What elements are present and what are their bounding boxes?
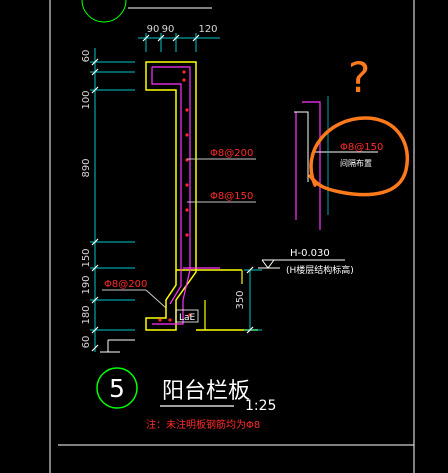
top-dimension-chain xyxy=(138,33,220,52)
question-mark: ? xyxy=(348,53,370,102)
detail-number: 5 xyxy=(109,374,125,403)
detail-note: 间隔布置 xyxy=(340,158,372,168)
top-dim-3: 120 xyxy=(198,24,217,35)
left-dim-890: 890 xyxy=(81,158,92,177)
detail-number-circle xyxy=(96,367,138,409)
elevation-note: (H楼层结构标高) xyxy=(286,264,354,276)
lae-box xyxy=(175,309,199,323)
left-dim-60-bottom: 60 xyxy=(81,336,92,349)
left-dim-150: 150 xyxy=(81,248,92,267)
left-dim-100: 100 xyxy=(81,90,92,109)
detail-title: 阳台栏板 xyxy=(162,379,250,404)
rebar-label-150-upper: Φ8@150 xyxy=(210,191,253,202)
left-dimension-chain xyxy=(90,48,135,352)
detail-view xyxy=(294,96,378,230)
left-dim-180: 180 xyxy=(81,305,92,324)
elevation-value: H-0.030 xyxy=(290,248,330,259)
elevation-mark xyxy=(258,259,345,269)
left-dim-190: 190 xyxy=(81,275,92,294)
height-dim-350: 350 xyxy=(235,290,246,309)
left-dim-60-top: 60 xyxy=(81,50,92,63)
top-dim-2: 90 xyxy=(162,24,175,35)
rebar-label-200-upper: Φ8@200 xyxy=(210,148,253,159)
detail-scale: 1:25 xyxy=(245,398,276,414)
rebar-label-200-lower: Φ8@200 xyxy=(104,279,147,290)
detail-rebar-label: Φ8@150 xyxy=(340,142,383,153)
annotation-markup xyxy=(308,116,409,197)
height-dimension xyxy=(244,266,262,334)
parapet-section xyxy=(145,61,258,331)
top-dim-1: 90 xyxy=(147,24,160,35)
bottom-marks xyxy=(100,339,135,353)
lae-label: LaE xyxy=(179,313,196,323)
detail-footnote: 注：未注明板钢筋均为Φ8 xyxy=(146,418,260,431)
parapet-rebar xyxy=(151,66,220,325)
rebar-dots xyxy=(158,70,192,322)
previous-detail-circle xyxy=(81,0,127,23)
